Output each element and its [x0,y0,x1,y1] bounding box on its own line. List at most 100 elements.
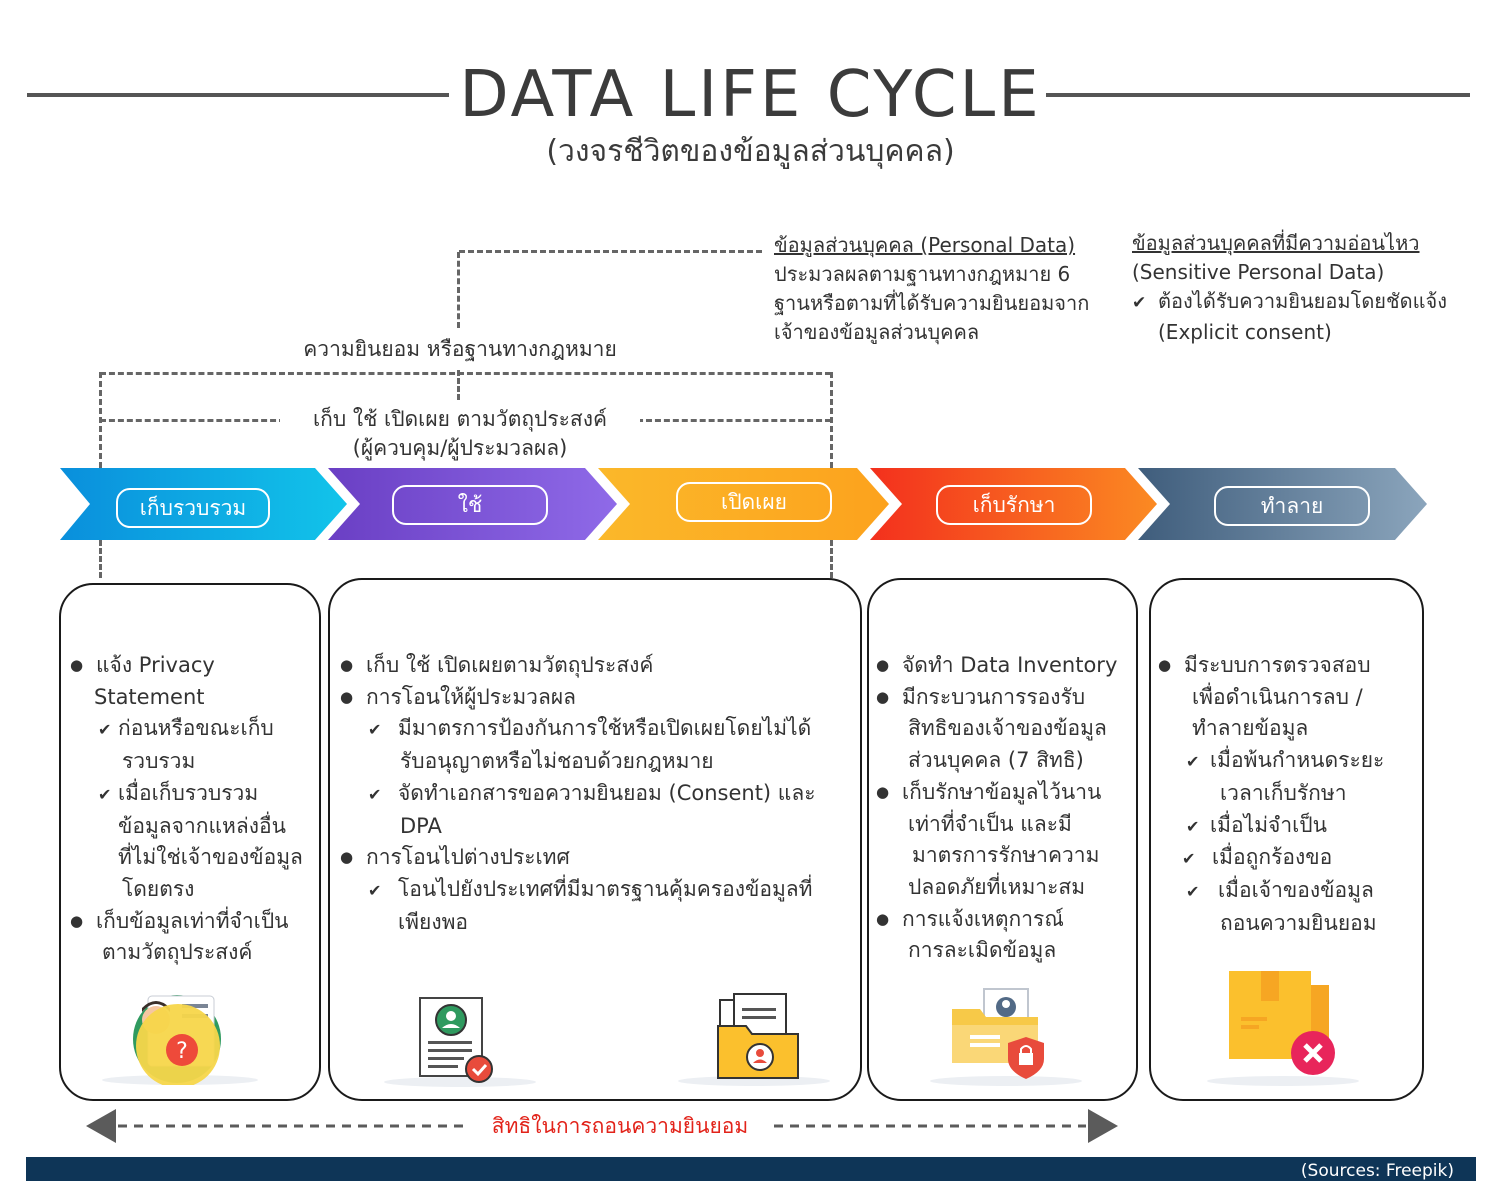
profile-question-icon: ? [102,995,258,1085]
list-item: DPA [400,813,442,838]
bullet-icon: ● [340,656,354,674]
stage-destroy: ทำลาย [1214,486,1370,526]
check-icon: ✔ [1186,881,1200,901]
list-item: จัดทำ Data Inventory [902,653,1118,677]
bullet-icon: ● [1158,656,1172,674]
list-item: เมื่อถูกร้องขอ [1212,845,1333,870]
dashed-line-right-lower [830,540,833,578]
check-icon: ✔ [368,784,382,804]
bullet-icon: ● [876,656,890,674]
title-rule-right [1046,93,1470,97]
list-item: มีระบบการตรวจสอบ [1184,653,1371,677]
list-item: สิทธิของเจ้าของข้อมูล [908,716,1107,741]
check-icon: ✔ [1132,293,1147,313]
title-rule-left [27,93,449,97]
personal-data-line: เจ้าของข้อมูลส่วนบุคคล [774,320,980,344]
list-item: เมื่อเก็บรวบรวม [118,780,259,805]
list-item: เมื่อเจ้าของข้อมูล [1218,877,1374,902]
dashed-line-right [830,372,833,468]
list-item: การโอนให้ผู้ประมวลผล [366,684,576,709]
check-icon: ✔ [1186,816,1200,836]
list-item: เก็บรักษาข้อมูลไว้นาน [902,779,1102,804]
box-delete-icon [1207,971,1359,1086]
check-icon: ✔ [98,720,112,740]
check-icon: ✔ [98,784,112,804]
bullet-icon: ● [70,656,84,674]
sensitive-data-note: ข้อมูลส่วนบุคคลที่มีความอ่อนไหว (Sensiti… [1132,229,1482,347]
check-icon: ✔ [368,720,382,740]
list-item: เวลาเก็บรักษา [1220,780,1347,805]
list-item: โอนไปยังประเทศที่มีมาตรฐานคุ้มครองข้อมูล… [398,876,813,901]
list-item: การละเมิดข้อมูล [908,938,1057,963]
footer-bar: (Sources: Freepik) [26,1157,1476,1181]
dashed-line-top-vertical [457,252,460,328]
list-item: รับอนุญาตหรือไม่ชอบด้วยกฎหมาย [400,749,714,774]
list-item: มาตรการรักษาความ [912,843,1100,868]
check-icon: ✔ [1186,752,1200,772]
list-item: ตามวัตถุประสงค์ [102,940,253,965]
list-item: เพียงพอ [398,909,469,934]
list-item: เพื่อดำเนินการลบ / [1192,684,1363,709]
bullet-icon: ● [876,687,890,706]
bullet-icon: ● [70,911,84,930]
list-item: เท่าที่จำเป็น และมี [908,811,1072,836]
list-item: แจ้ง Privacy [96,653,215,677]
check-icon: ✔ [368,880,382,900]
list-item: รวบรวม [122,749,196,774]
svg-text:?: ? [176,1039,188,1064]
dashed-line-left-lower [99,540,102,578]
secure-folder-icon [930,988,1082,1086]
dashed-line-consent-stem [457,370,460,400]
list-item: โดยตรง [122,876,195,901]
list-item: เก็บ ใช้ เปิดเผยตามวัตถุประสงค์ [366,653,654,677]
sensitive-data-heading: ข้อมูลส่วนบุคคลที่มีความอ่อนไหว [1132,231,1420,255]
bullet-icon: ● [876,909,890,928]
personal-data-heading: ข้อมูลส่วนบุคคล (Personal Data) [774,233,1076,257]
resume-check-icon [384,997,536,1087]
list-item: การโอนไปต่างประเทศ [366,845,570,870]
page-subtitle: (วงจรชีวิตของข้อมูลส่วนบุคคล) [546,134,955,169]
sensitive-data-check-detail: (Explicit consent) [1158,320,1332,344]
sensitive-data-subheading: (Sensitive Personal Data) [1132,260,1385,284]
sensitive-data-check: ต้องได้รับความยินยอมโดยชัดแจ้ง [1158,289,1447,313]
consent-label: ความยินยอม หรือฐานทางกฎหมาย [270,333,650,366]
list-item: ที่ไม่ใช่เจ้าของข้อมูล [118,845,303,870]
list-item: จัดทำเอกสารขอความยินยอม (Consent) และ [398,780,816,805]
controller-label: (ผู้ควบคุม/ผู้ประมวลผล) [352,436,568,460]
stage-retain: เก็บรักษา [936,485,1092,525]
personal-data-note: ข้อมูลส่วนบุคคล (Personal Data) ประมวลผล… [774,231,1119,347]
bullet-icon: ● [876,782,890,801]
list-item: ข้อมูลจากแหล่งอื่น [118,813,286,838]
purpose-label: เก็บ ใช้ เปิดเผย ตามวัตถุประสงค์ [280,403,640,436]
retain-list: ●จัดทำ Data Inventory ●มีกระบวนการรองรับ… [876,650,1138,967]
list-item: เมื่อไม่จำเป็น [1210,812,1327,837]
list-item: ส่วนบุคคล (7 สิทธิ) [908,748,1084,773]
use-disclose-list: ● เก็บ ใช้ เปิดเผยตามวัตถุประสงค์ ● การโอน… [340,650,855,938]
list-item: ปลอดภัยที่เหมาะสม [908,874,1086,899]
stage-collect: เก็บรวบรวม [116,488,270,528]
list-item: Statement [94,684,205,709]
stage-chevron-disclose [598,468,889,540]
list-item: มีมาตรการป้องกันการใช้หรือเปิดเผยโดยไม่ไ… [398,716,812,741]
page-title: DATA LIFE CYCLE [459,58,1042,132]
folder-profile-icon [678,993,830,1086]
list-item: เก็บข้อมูลเท่าที่จำเป็น [96,908,289,933]
source-credit: (Sources: Freepik) [1300,1161,1454,1181]
list-item: ทำลายข้อมูล [1192,716,1309,741]
personal-data-line: ประมวลผลตามฐานทางกฎหมาย 6 [774,262,1071,286]
stage-use: ใช้ [392,485,548,525]
stage-disclose: เปิดเผย [676,482,832,522]
dashed-line-outer [100,372,831,375]
bullet-icon: ● [340,848,354,867]
list-item: ก่อนหรือขณะเก็บ [118,716,274,741]
bullet-icon: ● [340,687,354,706]
dashed-line-top [459,250,762,253]
check-icon: ✔ [1182,849,1196,869]
list-item: เมื่อพ้นกำหนดระยะ [1210,748,1385,773]
arrow-right-icon [1088,1109,1118,1143]
collect-list: ● แจ้ง Privacy Statement ✔ ก่อนหรือขณะเก็บ… [70,650,318,969]
list-item: ถอนความยินยอม [1220,910,1377,935]
personal-data-line: ฐานหรือตามที่ได้รับความยินยอมจาก [774,291,1090,315]
destroy-list: ● มีระบบการตรวจสอบ เพื่อดำเนินการลบ / ทำล… [1158,650,1420,939]
stage-chevron-collect [60,468,347,540]
